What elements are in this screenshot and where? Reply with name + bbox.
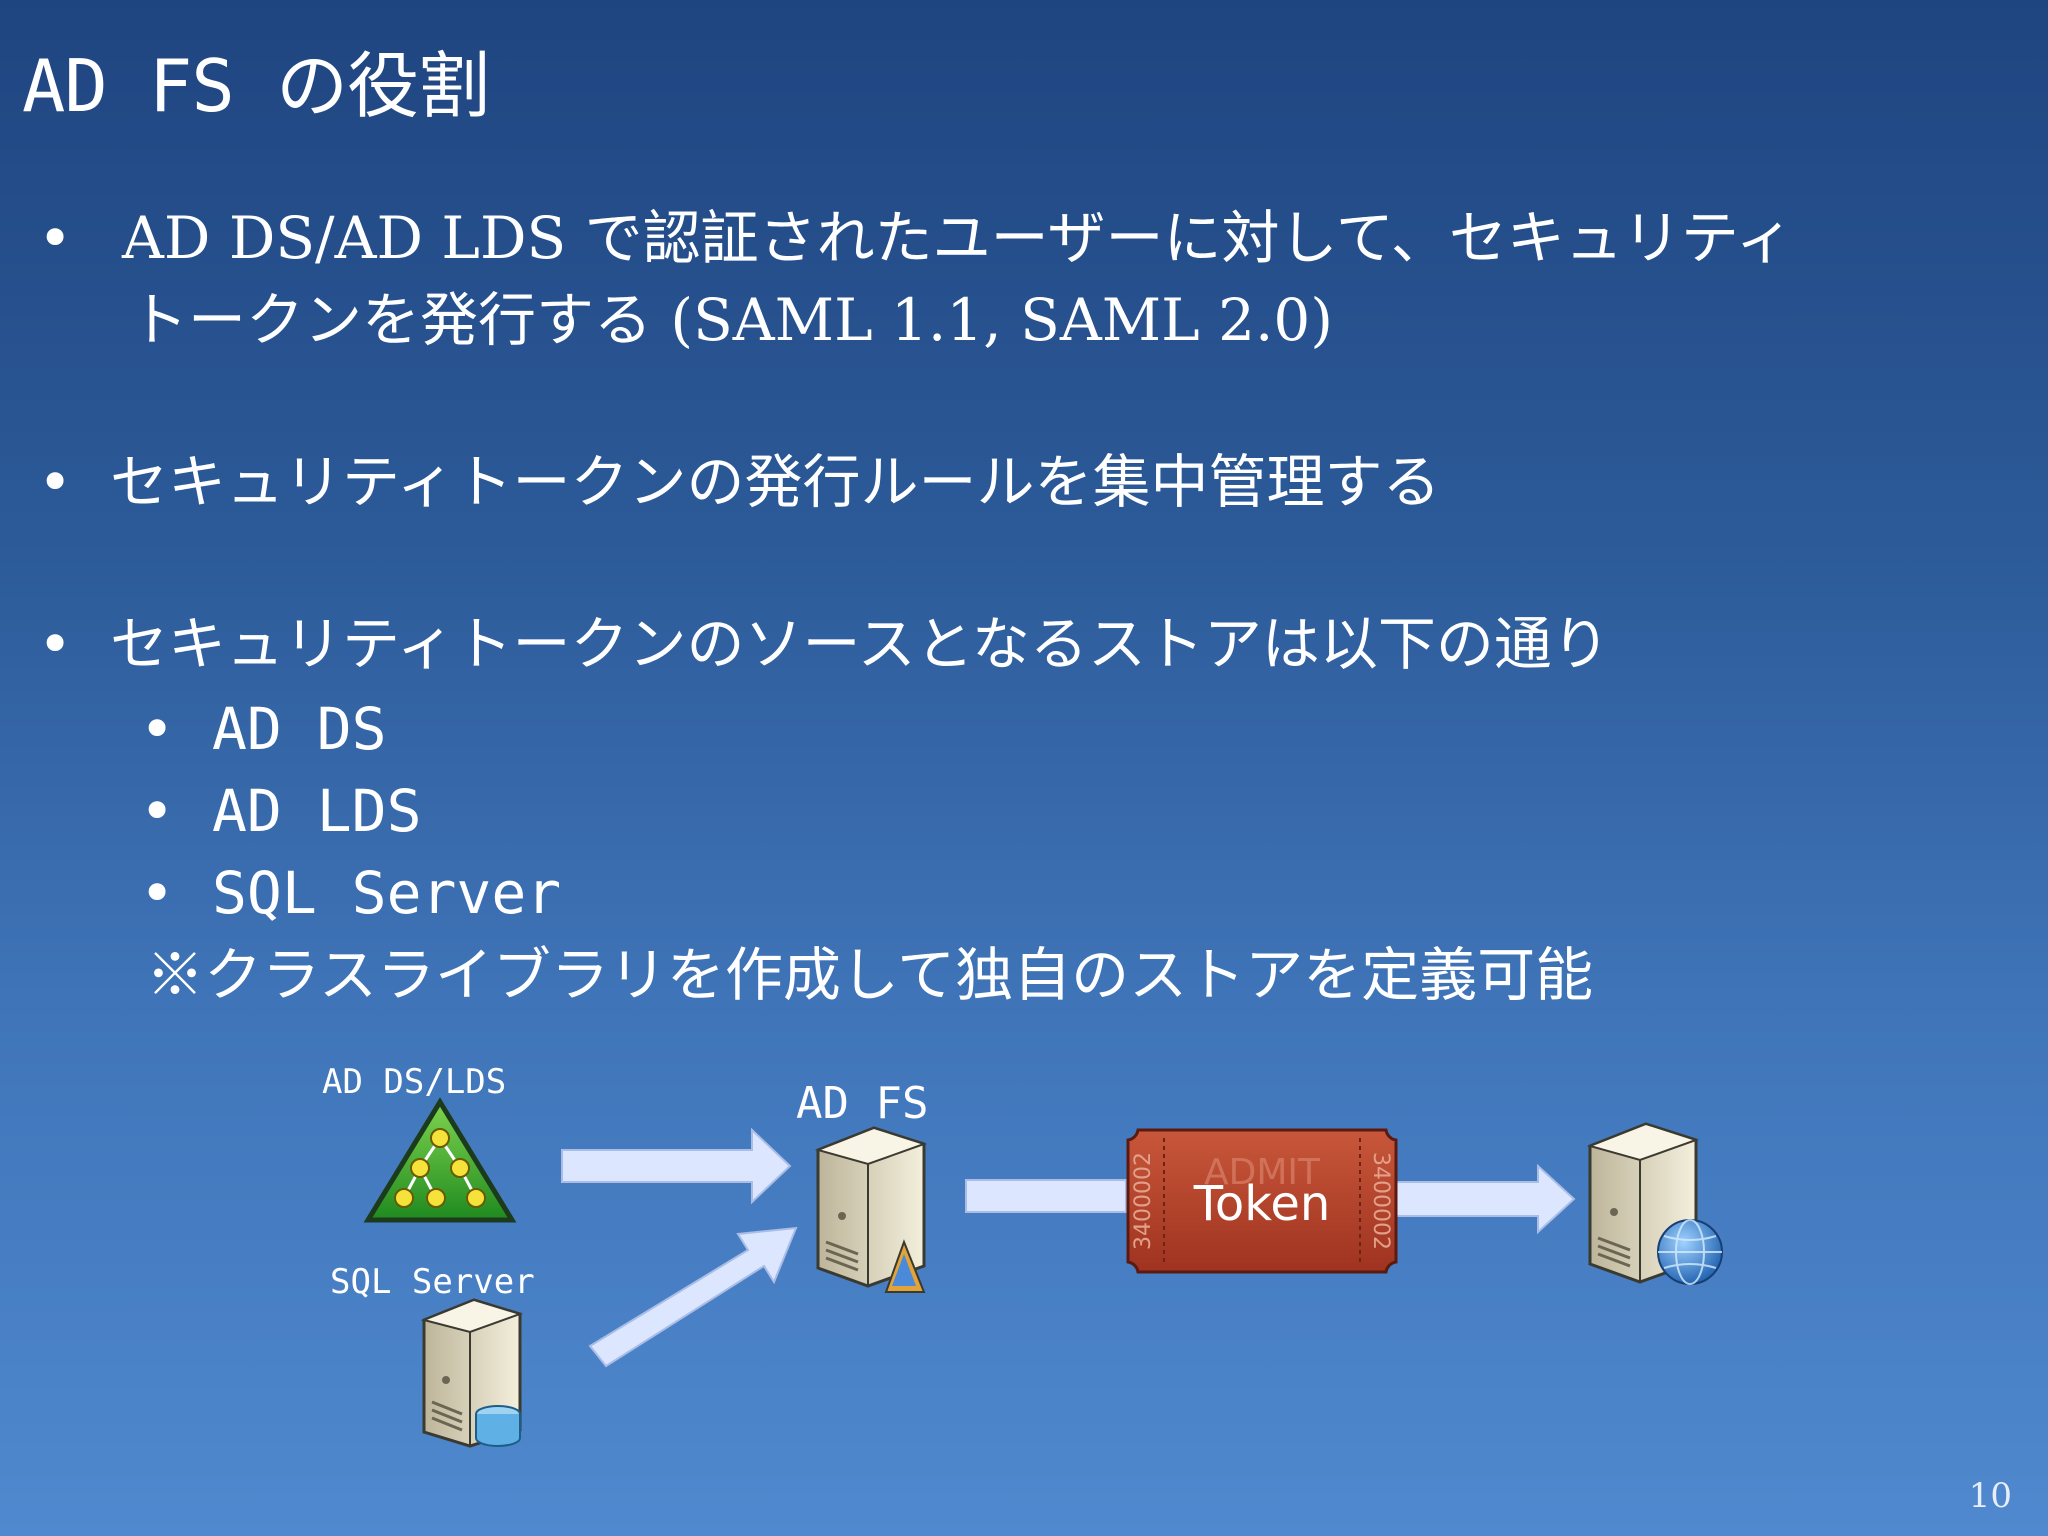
token-label: Token bbox=[1193, 1176, 1331, 1232]
sql-server-icon bbox=[420, 1298, 524, 1448]
store-item-label: AD DS bbox=[212, 695, 387, 763]
page-number: 10 bbox=[1968, 1476, 2012, 1516]
slide-title: AD FS の役割 bbox=[22, 44, 490, 128]
ticket-icon: 3400002 3400002 ADMIT Token bbox=[1126, 1128, 1398, 1274]
ticket-serial-left: 3400002 bbox=[1131, 1152, 1156, 1250]
web-server-icon bbox=[1586, 1122, 1723, 1285]
bullet-dot: • bbox=[140, 777, 175, 845]
bullet-dot: • bbox=[140, 859, 175, 927]
arrow-ad-to-adfs bbox=[561, 1127, 792, 1205]
ticket-serial-right: 3400002 bbox=[1368, 1152, 1393, 1250]
ad-ds-lds-label: AD DS/LDS bbox=[322, 1062, 507, 1102]
bullet-3-text: セキュリティトークンのソースとなるストアは以下の通り bbox=[110, 610, 1610, 678]
bullet-dot: • bbox=[38, 204, 73, 272]
ad-triangle-icon bbox=[363, 1097, 517, 1223]
custom-store-note: ※クラスライブラリを作成して独自のストアを定義可能 bbox=[146, 941, 1594, 1009]
bullet-dot: • bbox=[38, 610, 73, 678]
adfs-server-icon bbox=[814, 1126, 928, 1293]
arrow-adfs-to-ticket bbox=[965, 1179, 1127, 1213]
adfs-label: AD FS bbox=[796, 1078, 929, 1129]
ticket-admit-text: ADMIT bbox=[1204, 1152, 1321, 1193]
bullet-dot: • bbox=[140, 695, 175, 763]
store-item-label: AD LDS bbox=[212, 777, 422, 845]
store-item-label: SQL Server bbox=[212, 859, 562, 927]
bullet-1-line1: AD DS/AD LDS で認証されたユーザーに対して、セキュリティ bbox=[122, 204, 1794, 272]
sql-server-label: SQL Server bbox=[330, 1262, 535, 1302]
arrow-ticket-to-server bbox=[1393, 1163, 1576, 1235]
arrow-sql-to-adfs bbox=[588, 1226, 798, 1368]
bullet-1-line2: トークンを発行する (SAML 1.1, SAML 2.0) bbox=[130, 286, 1333, 354]
bullet-dot: • bbox=[38, 448, 73, 516]
bullet-2-text: セキュリティトークンの発行ルールを集中管理する bbox=[110, 448, 1441, 516]
